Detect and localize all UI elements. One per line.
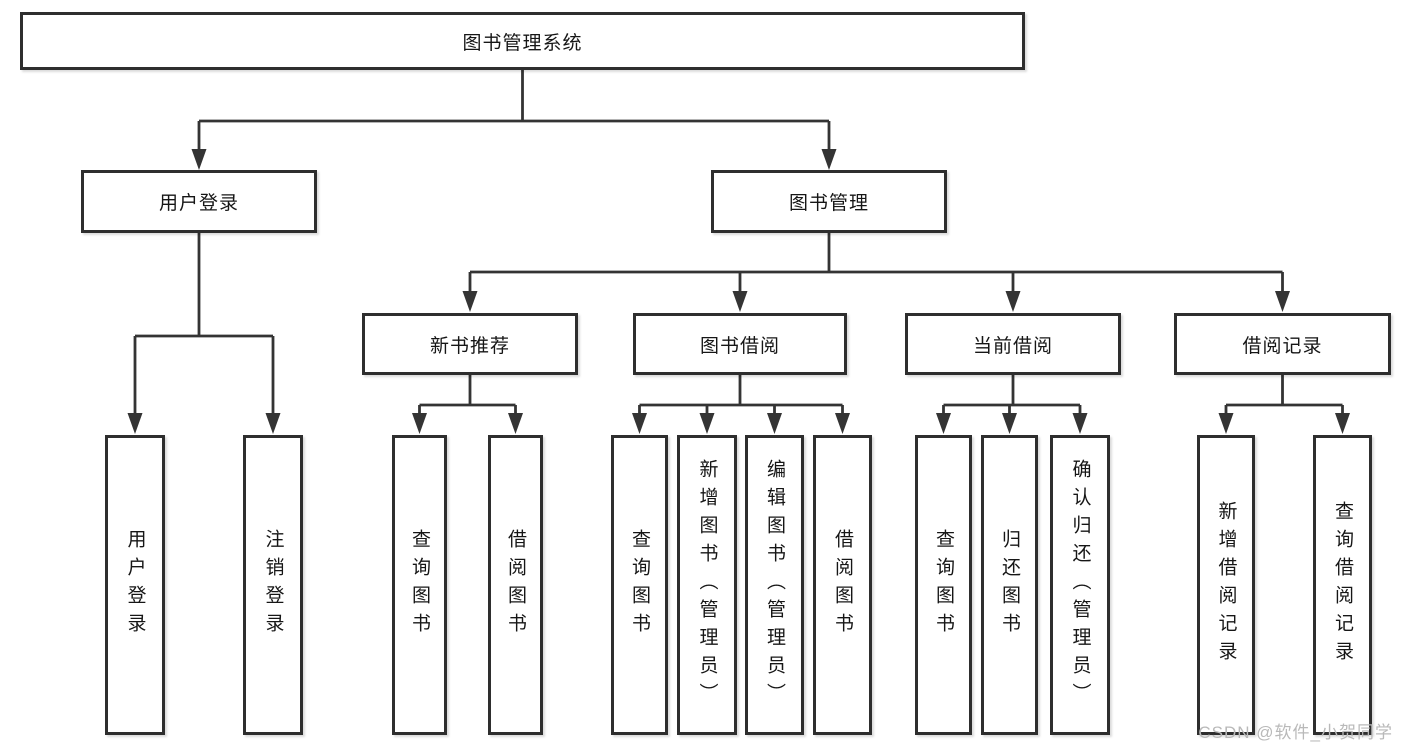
node-current-borrowing: 当前借阅 (905, 313, 1121, 375)
leaf-label: 用户登录 (124, 529, 146, 641)
leaf-query-borrow-record: 查询借阅记录 (1313, 435, 1372, 735)
leaf-label: 查询图书 (409, 529, 430, 641)
node-label: 借阅记录 (1242, 335, 1323, 357)
csdn-watermark: CSDN @软件_小贺同学 (1198, 723, 1393, 742)
node-borrowing-records: 借阅记录 (1174, 313, 1391, 375)
node-book-borrowing: 图书借阅 (633, 313, 847, 375)
node-label: 图书借阅 (699, 335, 780, 357)
node-library-management-system: 图书管理系统 (20, 12, 1025, 70)
leaf-label: 新增借阅记录 (1215, 501, 1237, 669)
leaf-label: 确认归还（管理员） (1069, 459, 1091, 711)
leaf-query-books: 查询图书 (915, 435, 972, 735)
leaf-label: 编辑图书（管理员） (764, 459, 785, 711)
leaf-query-books: 查询图书 (392, 435, 447, 735)
leaf-label: 查询借阅记录 (1332, 501, 1353, 669)
leaf-add-books-admin: 新增图书（管理员） (677, 435, 737, 735)
leaf-confirm-return-admin: 确认归还（管理员） (1050, 435, 1110, 735)
leaf-user-login: 用户登录 (105, 435, 165, 735)
node-label: 用户登录 (158, 193, 239, 214)
node-label: 图书管理系统 (462, 32, 583, 54)
leaf-add-borrow-record: 新增借阅记录 (1197, 435, 1255, 735)
leaf-logout: 注销登录 (243, 435, 303, 735)
node-user-login: 用户登录 (81, 170, 317, 233)
leaf-label: 借阅图书 (832, 529, 853, 641)
node-label: 图书管理 (788, 193, 869, 214)
node-label: 新书推荐 (429, 335, 510, 357)
leaf-label: 归还图书 (999, 529, 1020, 641)
node-book-management: 图书管理 (711, 170, 947, 233)
leaf-label: 注销登录 (262, 529, 284, 641)
leaf-borrow-books: 借阅图书 (488, 435, 543, 735)
leaf-borrow-books: 借阅图书 (813, 435, 872, 735)
leaf-label: 借阅图书 (505, 529, 526, 641)
leaf-label: 查询图书 (933, 529, 954, 641)
leaf-return-books: 归还图书 (981, 435, 1038, 735)
leaf-edit-books-admin: 编辑图书（管理员） (745, 435, 804, 735)
leaf-label: 查询图书 (629, 529, 650, 641)
node-label: 当前借阅 (972, 335, 1053, 357)
leaf-label: 新增图书（管理员） (696, 459, 718, 711)
leaf-query-books: 查询图书 (611, 435, 668, 735)
node-new-book-recommendation: 新书推荐 (362, 313, 578, 375)
